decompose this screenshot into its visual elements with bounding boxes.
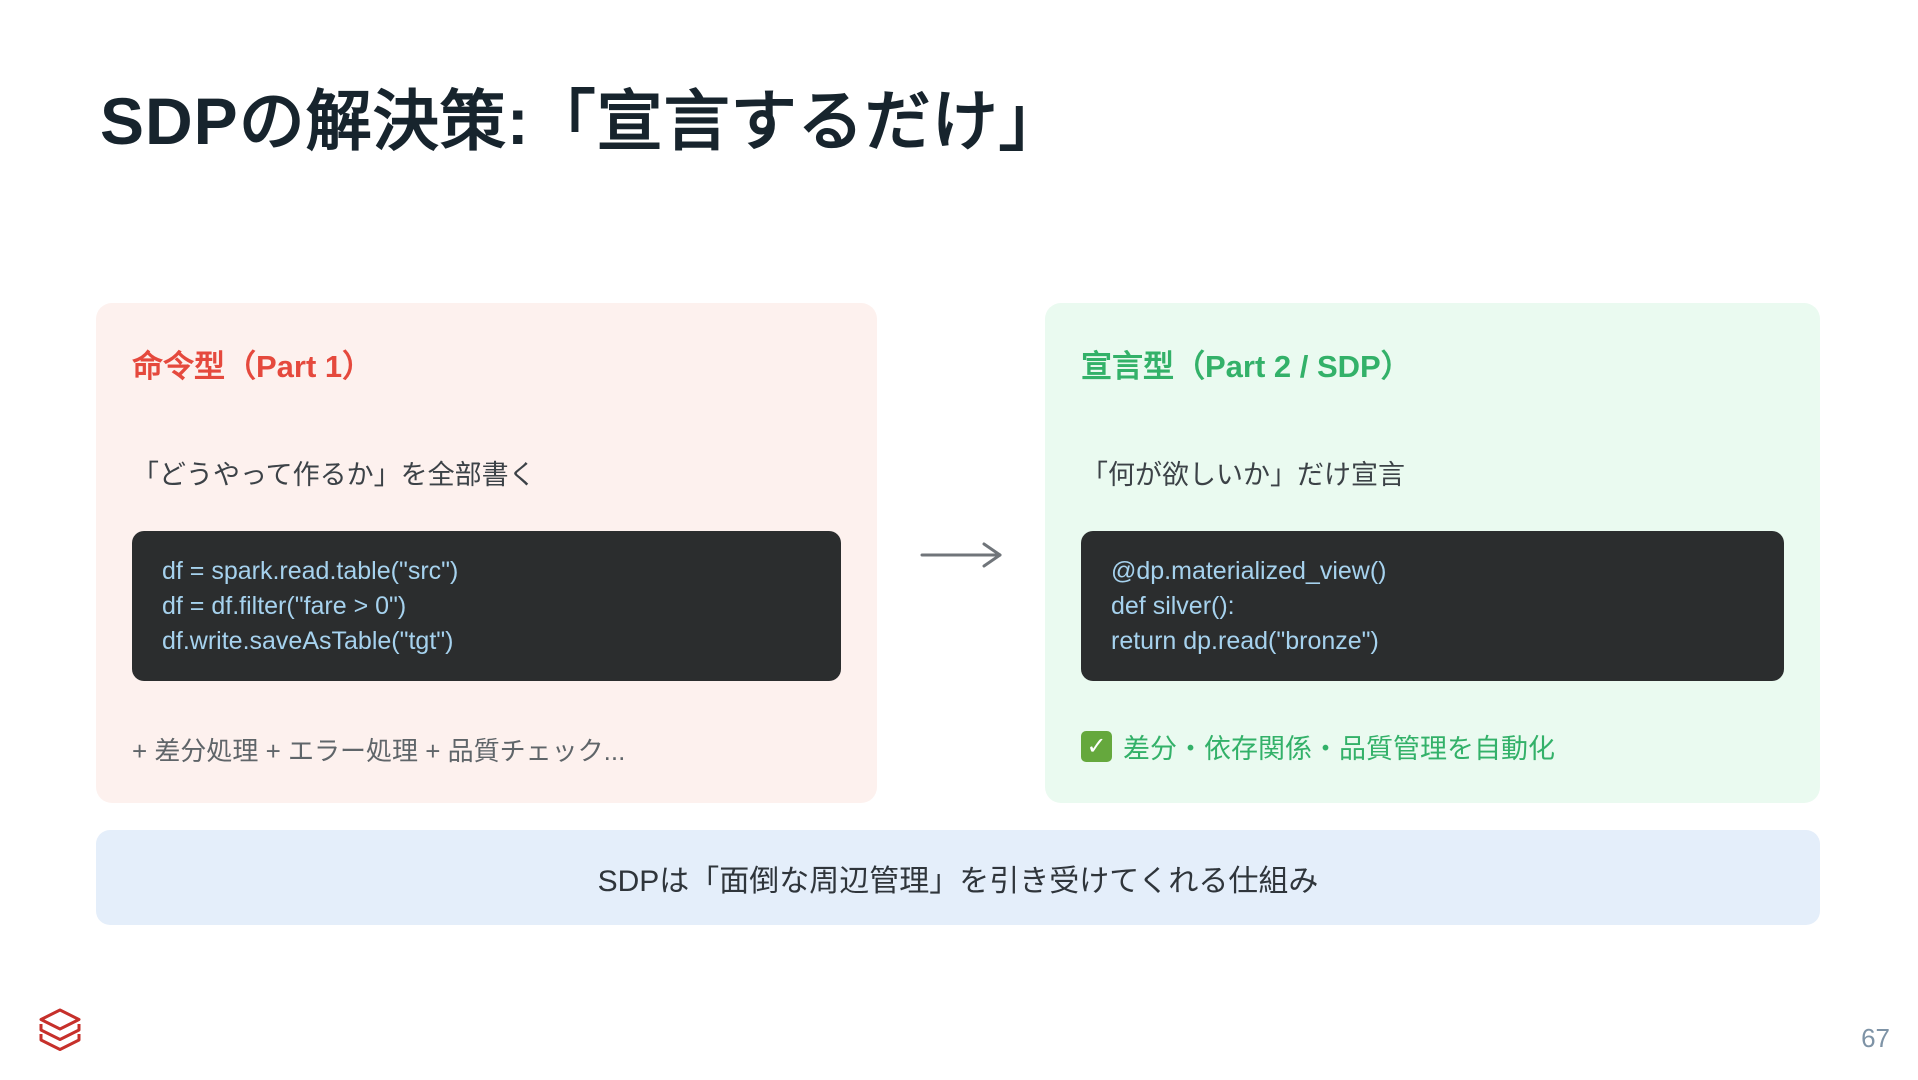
- declarative-panel-heading: 宣言型（Part 2 / SDP）: [1081, 349, 1412, 384]
- code-line: df = spark.read.table("src"): [162, 557, 459, 585]
- slide-title: SDPの解決策:「宣言するだけ」: [100, 84, 1066, 158]
- code-line: df = df.filter("fare > 0"): [162, 592, 407, 620]
- imperative-panel-footer: + 差分処理 + エラー処理 + 品質チェック...: [132, 736, 626, 766]
- summary-banner: SDPは「面倒な周辺管理」を引き受けてくれる仕組み: [96, 830, 1820, 925]
- databricks-logo-icon: [36, 1006, 84, 1056]
- code-line: @dp.materialized_view(): [1111, 557, 1387, 585]
- imperative-code-block: df = spark.read.table("src") df = df.fil…: [132, 531, 841, 681]
- summary-banner-text: SDPは「面倒な周辺管理」を引き受けてくれる仕組み: [597, 864, 1319, 898]
- imperative-panel: 命令型（Part 1） 「どうやって作るか」を全部書く df = spark.r…: [96, 303, 877, 803]
- code-line: def silver():: [1111, 592, 1235, 620]
- code-line: return dp.read("bronze"): [1111, 627, 1379, 655]
- code-line: df.write.saveAsTable("tgt"): [162, 627, 454, 655]
- imperative-panel-heading: 命令型（Part 1）: [132, 349, 374, 384]
- imperative-panel-subtitle: 「どうやって作るか」を全部書く: [132, 460, 536, 490]
- declarative-panel-footer: ✓ 差分・依存関係・品質管理を自動化: [1081, 727, 1555, 766]
- page-number: 67: [1861, 1023, 1890, 1053]
- declarative-footer-text: 差分・依存関係・品質管理を自動化: [1123, 734, 1555, 764]
- declarative-panel-subtitle: 「何が欲しいか」だけ宣言: [1081, 460, 1405, 490]
- declarative-code-block: @dp.materialized_view() def silver(): re…: [1081, 531, 1784, 681]
- right-arrow-icon: [918, 540, 1008, 570]
- declarative-panel: 宣言型（Part 2 / SDP） 「何が欲しいか」だけ宣言 @dp.mater…: [1045, 303, 1820, 803]
- check-icon: ✓: [1081, 731, 1112, 762]
